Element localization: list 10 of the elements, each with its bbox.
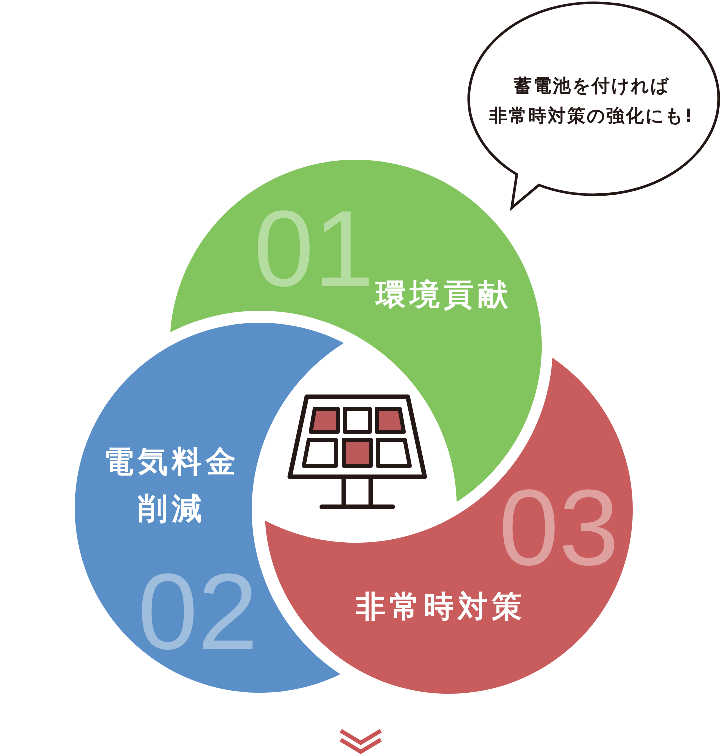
step-number: 03	[499, 487, 620, 569]
segment-label: 環境貢献	[376, 278, 512, 314]
crescent-segment	[75, 322, 345, 693]
speech-text: 蓄電池を付ければ非常時対策の強化にも!	[489, 75, 695, 129]
step-number: 02	[138, 571, 258, 653]
segment-label: 電気料金削減	[103, 444, 241, 529]
step-number: 01	[254, 208, 374, 290]
segment-label: 非常時対策	[356, 590, 526, 626]
crescent-segment	[265, 357, 633, 694]
speech-bubble	[467, 1, 721, 210]
